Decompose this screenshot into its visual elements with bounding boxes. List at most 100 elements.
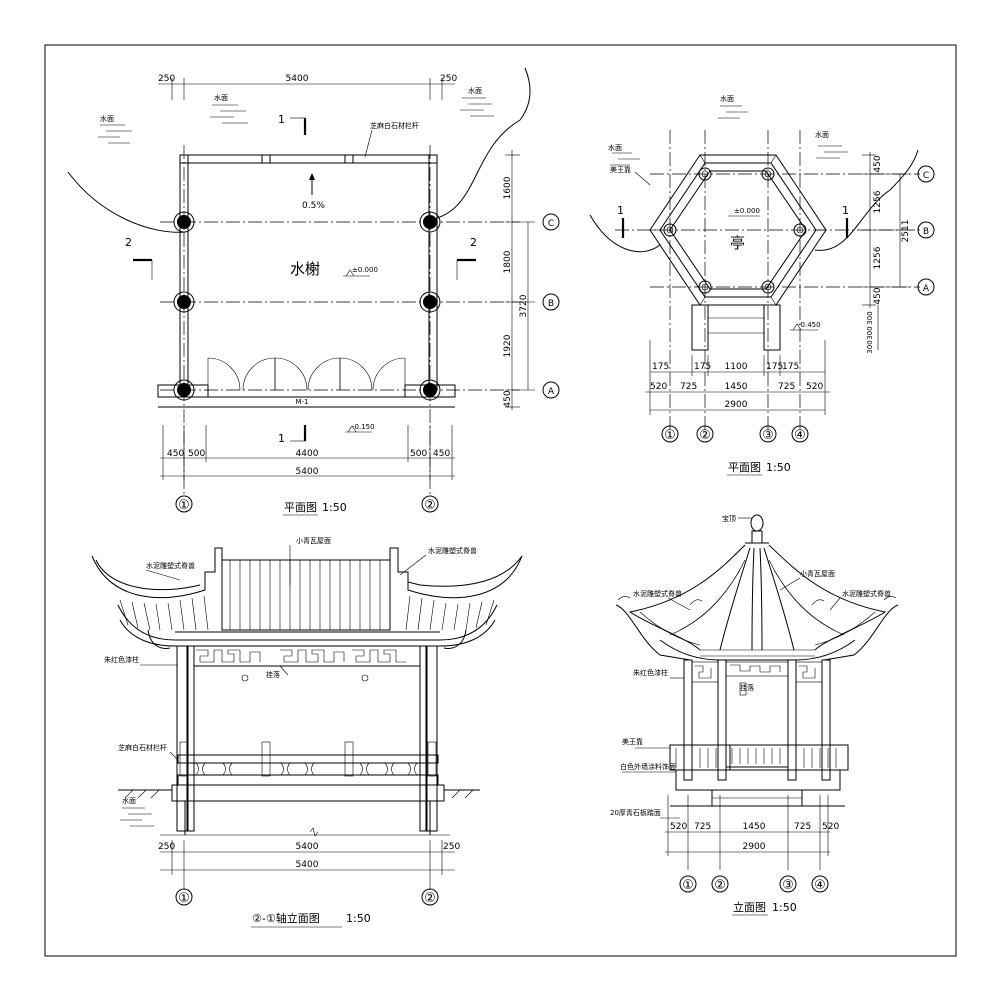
- dimension-text: 250: [440, 74, 457, 84]
- bench-back: [787, 744, 849, 771]
- railing-post: [344, 154, 354, 164]
- water-label: 水面: [214, 93, 228, 102]
- lattice-pattern: [691, 661, 823, 683]
- shoreline-right: [814, 149, 919, 251]
- elevation-left: 水面 小青瓦屋面 水泥雕塑式脊兽 水泥雕塑式脊兽 朱红色漆柱 挂落 芝麻白石材栏…: [91, 536, 523, 928]
- balustrade: [179, 741, 437, 777]
- bench-note: 美王靠: [610, 165, 631, 174]
- view-scale: 1:50: [766, 461, 791, 474]
- callout: 宝顶: [722, 514, 736, 523]
- dimension-text: 1450: [743, 822, 766, 832]
- axis-bubble: ③: [762, 428, 774, 443]
- dimension-text: 450: [433, 449, 450, 459]
- axis-bubble: ①: [682, 878, 694, 893]
- view-title: 平面图: [284, 501, 317, 514]
- dimension-text: 4400: [296, 449, 319, 459]
- dimension-text: 175: [766, 362, 783, 372]
- column: [663, 167, 807, 294]
- dimension-text: 300: [866, 311, 874, 324]
- balustrade-base: [177, 774, 439, 786]
- dimension-text: 520: [650, 382, 667, 392]
- dimension-text: 725: [794, 822, 811, 832]
- dimension-text: 250: [158, 74, 175, 84]
- level-label: ±0.000: [352, 266, 378, 274]
- dimension-text: 520: [806, 382, 823, 392]
- callout: 水泥雕塑式脊兽: [633, 589, 682, 598]
- water-label: 水面: [608, 143, 622, 152]
- dimension-bottom: [665, 795, 830, 870]
- platform: [675, 769, 841, 791]
- dimension-text: 5400: [286, 74, 309, 84]
- dimension-text: 500: [410, 449, 427, 459]
- dimension-top: [158, 78, 455, 100]
- dimension-bottom: [645, 340, 830, 415]
- dimension-text: 5400: [296, 860, 319, 870]
- dimension-text: 5400: [296, 842, 319, 852]
- railing-note: 芝麻白石材栏杆: [370, 121, 419, 130]
- callout: 挂落: [740, 683, 754, 692]
- column: [187, 645, 195, 832]
- room-name: 亭: [730, 234, 745, 252]
- slope-label: 0.5%: [302, 201, 325, 211]
- callout: 小青瓦屋面: [800, 569, 835, 578]
- axis-bubble: ④: [814, 878, 826, 893]
- stone-railing: [179, 154, 438, 164]
- dimension-text: 1256: [873, 190, 883, 213]
- shoreline-left: [67, 171, 187, 233]
- plan-left: 水面 水面 水面 250 5400 250 芝麻白石材栏杆 1 1 2 2: [67, 67, 560, 516]
- room-name: 水榭: [290, 260, 320, 278]
- dimension-text: 175: [694, 362, 711, 372]
- door-swing: [207, 357, 406, 391]
- water-label: 水面: [720, 94, 734, 103]
- axis-bubble: C: [548, 219, 554, 229]
- shoreline-right: [429, 67, 531, 221]
- finial: [750, 514, 764, 532]
- view-title: ②-①轴立面图: [252, 911, 320, 925]
- dimension-right: [862, 152, 910, 350]
- plan-right: 水面 水面 水面 美王靠 1 1 ±0.000: [589, 94, 935, 476]
- dimension-text: 300: [866, 326, 874, 339]
- level-label: -0.150: [352, 423, 375, 431]
- dimension-text: 250: [443, 842, 460, 852]
- callout: 水泥雕塑式脊兽: [428, 546, 477, 555]
- callout: 水泥雕塑式脊兽: [146, 561, 195, 570]
- roof-outline: [91, 547, 523, 599]
- callout: 白色外墙涂料饰面: [620, 762, 676, 771]
- dimension-text: 725: [694, 822, 711, 832]
- roof-tile-lines: [119, 560, 495, 631]
- axis-bubble: ①: [664, 428, 676, 443]
- axis-bubble: ②: [699, 428, 711, 443]
- water-symbol: [610, 105, 848, 166]
- axis-bubble: ②: [424, 891, 436, 906]
- dimension-text: 450: [873, 155, 883, 172]
- view-title: 立面图: [733, 900, 766, 914]
- dimension-text: 5400: [296, 467, 319, 477]
- dimension-text: 450: [167, 449, 184, 459]
- dimension-text: 450: [503, 390, 513, 407]
- column: [717, 659, 727, 781]
- sheet-frame: [44, 44, 957, 957]
- column: [426, 645, 438, 832]
- dimension-text: 500: [188, 449, 205, 459]
- callout: 芝麻白石材栏杆: [118, 743, 167, 752]
- dimension-text: 175: [782, 362, 799, 372]
- callout: 20厚青石板踏面: [610, 808, 661, 817]
- water-label: 水面: [122, 796, 136, 805]
- lattice-frame: [193, 645, 421, 667]
- section-mark: 1: [617, 204, 624, 217]
- axis-bubble: B: [923, 227, 929, 237]
- dimension-text: 725: [680, 382, 697, 392]
- level-label: -0.450: [798, 321, 821, 329]
- column: [821, 659, 831, 781]
- dimension-text: 1920: [503, 334, 513, 357]
- callout: 朱红色漆柱: [633, 668, 668, 677]
- dimension-text: 1100: [725, 362, 748, 372]
- dimension-bottom: [160, 425, 455, 480]
- dimension-text: 2511: [901, 220, 911, 243]
- axis-bubble: ②: [424, 498, 436, 513]
- dimension-text: 520: [670, 822, 687, 832]
- lattice-pattern: [196, 649, 406, 663]
- water-label: 水面: [468, 86, 482, 95]
- section-mark: 2: [470, 236, 477, 249]
- view-scale: 1:50: [346, 912, 371, 925]
